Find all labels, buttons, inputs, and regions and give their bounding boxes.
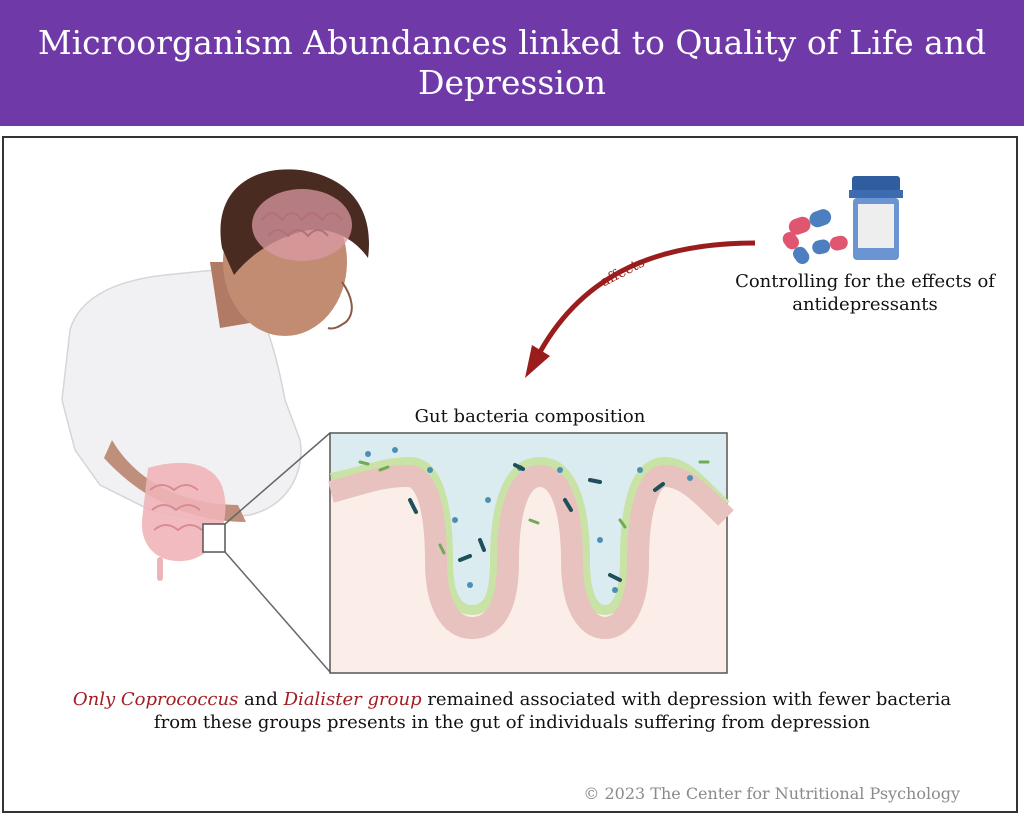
zoom-lines (224, 432, 331, 673)
content-frame (2, 136, 1018, 813)
capsule-icon (782, 209, 848, 265)
title-banner: Microorganism Abundances linked to Quali… (0, 0, 1024, 126)
medication-label: Controlling for the effects of antidepre… (735, 271, 995, 315)
dialister-highlight: Dialister group (283, 689, 422, 710)
coprococcus-highlight: Only Coprococcus (72, 689, 239, 710)
affects-arrow (537, 240, 756, 354)
finding-text: Only Coprococcus and Dialister group rem… (60, 688, 964, 734)
intestine-icon (141, 462, 226, 581)
gut-villi-diagram (328, 432, 734, 674)
finding-connector: and (238, 689, 284, 710)
arrow-head (525, 345, 550, 378)
copyright-notice: © 2023 The Center for Nutritional Psycho… (583, 784, 960, 803)
page-title: Microorganism Abundances linked to Quali… (37, 23, 987, 102)
gut-composition-title: Gut bacteria composition (414, 406, 646, 427)
pill-bottle-icon (849, 176, 903, 260)
brain-icon (252, 189, 352, 261)
zoom-indicator (202, 523, 226, 553)
finding-remainder: remained associated with depression with… (153, 689, 952, 733)
